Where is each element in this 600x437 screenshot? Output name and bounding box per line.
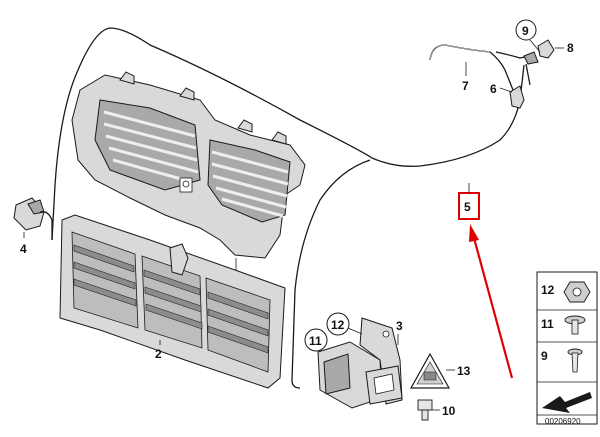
label-part-11-circle: 11 (304, 328, 328, 352)
label-part-10: 10 (442, 404, 456, 418)
label-part-3: 3 (396, 319, 403, 333)
label-part-4: 4 (20, 242, 27, 256)
air-shutter-frame (59, 214, 286, 389)
legend-label-9: 9 (541, 349, 548, 363)
drawing-number: 00206920 (545, 417, 581, 426)
red-pointer-arrow (469, 224, 514, 379)
arrow-glyph-icon (542, 392, 592, 413)
hose-loop (51, 27, 525, 389)
warning-label-part-13 (409, 352, 451, 389)
label-part-11: 11 (309, 334, 322, 348)
nut-icon (563, 281, 591, 303)
actuator-part-3 (317, 317, 403, 409)
upper-hose-assembly (429, 39, 555, 109)
label-part-7: 7 (462, 79, 469, 93)
screw-icon (564, 315, 586, 335)
label-part-6: 6 (490, 82, 497, 96)
legend-label-12: 12 (541, 283, 555, 297)
fastener-legend: 12 11 9 00206920 (536, 271, 598, 426)
highlight-part-5: 5 (458, 183, 480, 220)
label-part-13: 13 (457, 364, 471, 378)
label-part-8: 8 (567, 41, 574, 55)
label-part-9-circle: 9 (515, 19, 541, 53)
label-part-12-circle: 12 (326, 312, 363, 336)
label-part-5: 5 (464, 200, 471, 214)
label-part-9: 9 (522, 24, 529, 38)
rivet-icon (567, 348, 583, 373)
shutter-slats (73, 244, 269, 354)
label-part-2: 2 (155, 347, 162, 361)
screw-part-10 (417, 399, 433, 421)
label-part-12: 12 (331, 318, 345, 332)
legend-label-11: 11 (541, 317, 554, 331)
connector-part-4 (13, 197, 53, 240)
grille-duct (71, 71, 306, 259)
grille-slats (103, 110, 289, 218)
